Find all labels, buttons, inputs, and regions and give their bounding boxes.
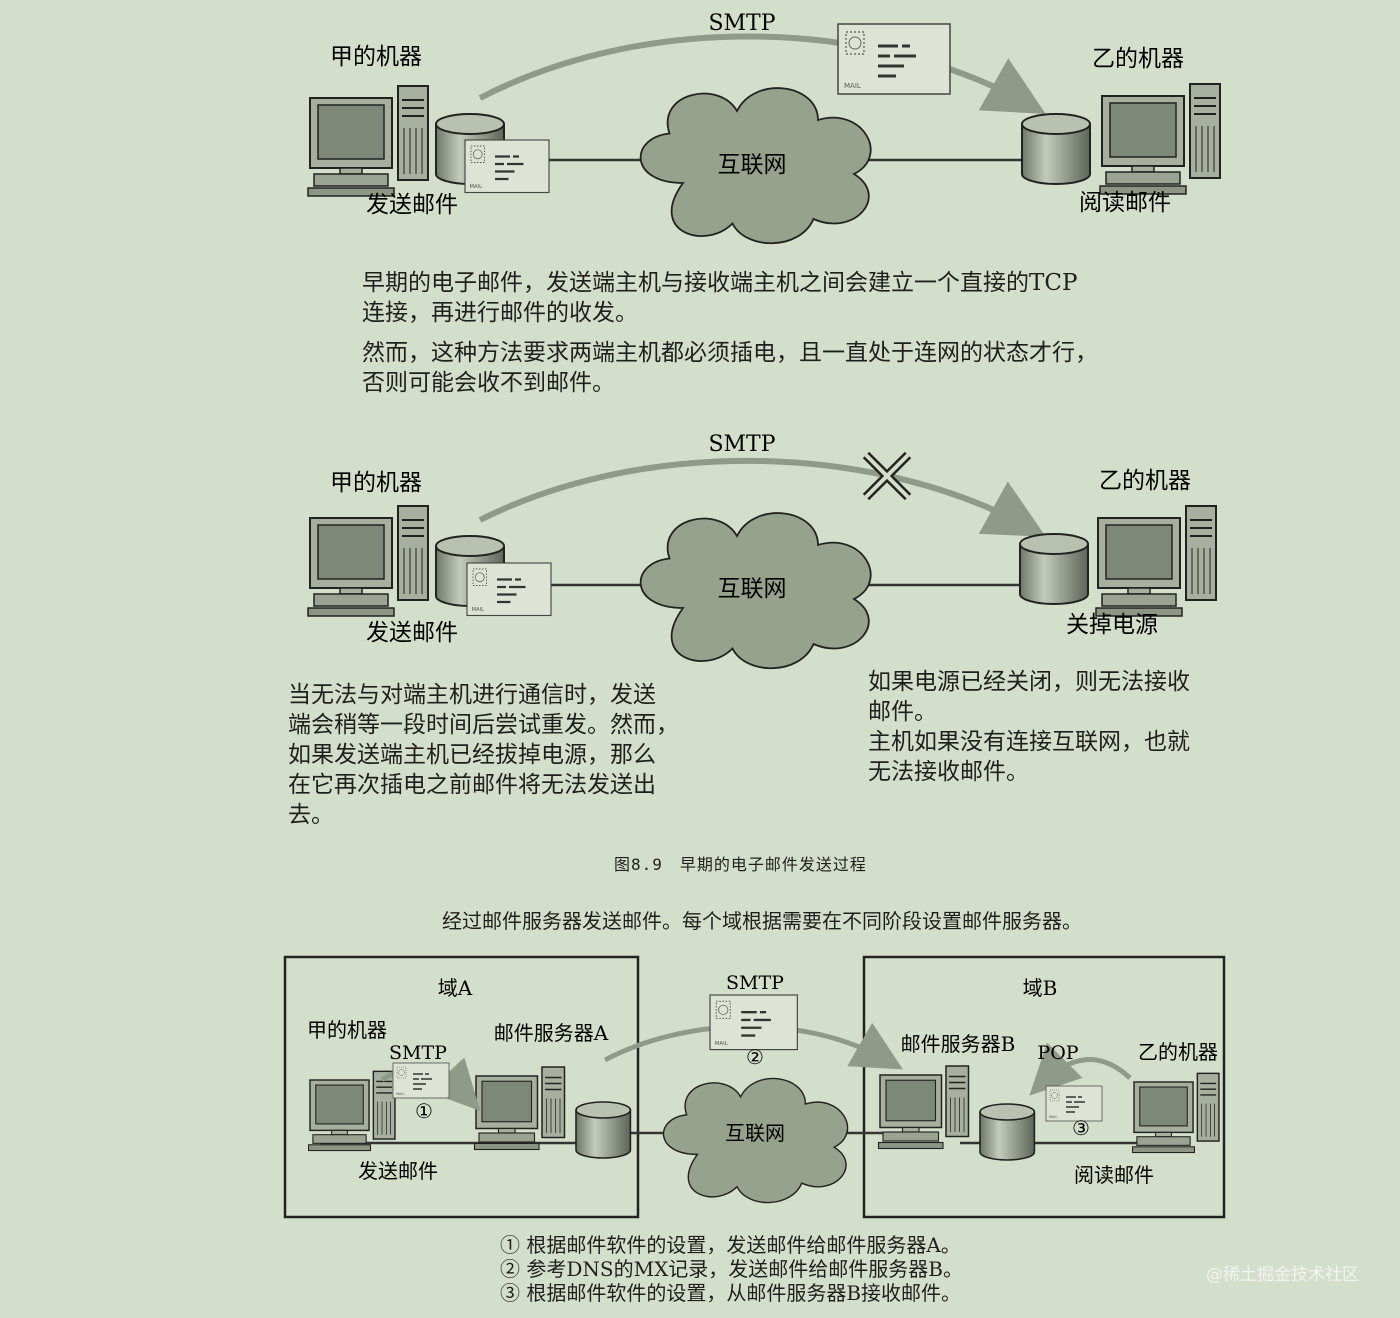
machine-a-label: 甲的机器 (307, 1018, 387, 1042)
diagram-2-right-text: 如果电源已经关闭，则无法接收 邮件。 主机如果没有连接互联网，也就 无法接收邮件… (868, 667, 1190, 787)
smtp-internet-label: SMTP (726, 972, 784, 994)
computer-icon (307, 1070, 396, 1152)
computer-icon (307, 505, 429, 617)
pop-label: POP (1037, 1042, 1078, 1064)
curved-arrow-icon (478, 457, 1046, 537)
text-line: 邮件。 (868, 699, 937, 725)
computer-icon (1131, 1072, 1220, 1154)
database-icon (1019, 533, 1089, 605)
diagram-3-notes: ① 根据邮件软件的设置，发送邮件给邮件服务器A。 ② 参考DNS的MX记录，发送… (500, 1233, 963, 1305)
machine-a-label: 甲的机器 (330, 44, 422, 70)
computer-icon (473, 1066, 566, 1151)
cross-mark-icon (862, 451, 912, 501)
text-line: 如果电源已经关闭，则无法接收 (868, 669, 1190, 695)
diagram-3: 互联网 域A 域B 甲的机器 邮件服务器A SMTP ① 发送邮件 SMTP ②… (283, 955, 1226, 1219)
database-icon (979, 1103, 1036, 1161)
send-mail-label: 发送邮件 (366, 620, 458, 646)
diagram-2-left-text: 当无法与对端主机进行通信时，发送 端会稍等一段时间后尝试重发。然而， 如果发送端… (288, 680, 679, 830)
read-mail-label: 阅读邮件 (1079, 190, 1171, 216)
machine-a-label: 甲的机器 (330, 470, 422, 496)
watermark: @稀土掘金技术社区 (1206, 1265, 1359, 1285)
domain-a-box (283, 955, 640, 1219)
diagram-2: 互联网 SMTP 甲的机器 乙的机器 发送邮件 关掉电源 (307, 432, 1217, 670)
machine-b-label: 乙的机器 (1099, 468, 1191, 494)
computer-icon (1099, 83, 1221, 195)
text-line: 端会稍等一段时间后尝试重发。然而， (288, 712, 679, 738)
send-mail-label: 发送邮件 (366, 192, 458, 218)
smtp-local-label: SMTP (389, 1042, 447, 1064)
database-icon (575, 1101, 632, 1159)
step-3-marker: ③ (1072, 1116, 1090, 1140)
note-line: ① 根据邮件软件的设置，发送邮件给邮件服务器A。 (500, 1233, 961, 1257)
power-off-label: 关掉电源 (1066, 612, 1158, 638)
text-line: 主机如果没有连接互联网，也就 (868, 729, 1190, 755)
computer-icon (877, 1065, 970, 1150)
diagram-3-intro: 经过邮件服务器发送邮件。每个域根据需要在不同阶段设置邮件服务器。 (442, 909, 1082, 933)
mail-envelope-icon (392, 1062, 450, 1099)
text-line: 早期的电子邮件，发送端主机与接收端主机之间会建立一个直接的TCP (362, 270, 1078, 296)
domain-b-box (862, 955, 1226, 1219)
diagram-1-paragraph-1: 早期的电子邮件，发送端主机与接收端主机之间会建立一个直接的TCP 连接，再进行邮… (362, 268, 1077, 328)
smtp-label: SMTP (708, 11, 775, 36)
domain-b-label: 域B (1023, 976, 1058, 1000)
curved-arrow-icon (478, 33, 1046, 114)
note-line: ② 参考DNS的MX记录，发送邮件给邮件服务器B。 (500, 1257, 964, 1281)
internet-label: 互联网 (718, 152, 787, 178)
database-icon (1021, 113, 1091, 185)
note-line: ③ 根据邮件软件的设置，从邮件服务器B接收邮件。 (500, 1281, 962, 1305)
diagram-1-paragraph-2: 然而，这种方法要求两端主机都必须插电，且一直处于连网的状态才行， 否则可能会收不… (362, 338, 1098, 398)
internet-label: 互联网 (718, 576, 787, 602)
computer-icon (1095, 505, 1217, 617)
step-1-marker: ① (415, 1099, 433, 1123)
text-line: 连接，再进行邮件的收发。 (362, 300, 638, 326)
figure-caption: 图8.9 早期的电子邮件发送过程 (614, 855, 867, 874)
mail-envelope-icon (465, 561, 553, 617)
server-b-label: 邮件服务器B (901, 1032, 1016, 1056)
mail-envelope-icon (836, 22, 952, 96)
text-line: 否则可能会收不到邮件。 (362, 370, 615, 396)
internet-label: 互联网 (725, 1121, 785, 1145)
step-2-marker: ② (746, 1045, 764, 1069)
text-line: 然而，这种方法要求两端主机都必须插电，且一直处于连网的状态才行， (362, 340, 1098, 366)
text-line: 去。 (288, 802, 334, 828)
send-mail-label: 发送邮件 (358, 1159, 438, 1183)
computer-icon (307, 85, 429, 197)
read-mail-label: 阅读邮件 (1074, 1163, 1154, 1187)
mail-envelope-icon (463, 138, 551, 194)
domain-a-label: 域A (438, 976, 473, 1000)
smtp-label: SMTP (708, 432, 775, 457)
machine-b-label: 乙的机器 (1138, 1040, 1218, 1064)
curved-arrow-icon (1029, 1042, 1132, 1096)
diagram-1: 互联网 SMTP 甲的机器 乙的机器 发送邮件 阅读邮件 (307, 11, 1221, 245)
text-line: 无法接收邮件。 (868, 759, 1029, 785)
machine-b-label: 乙的机器 (1092, 46, 1184, 72)
text-line: 当无法与对端主机进行通信时，发送 (288, 682, 656, 708)
text-line: 在它再次插电之前邮件将无法发送出 (288, 772, 656, 798)
mail-envelope-icon (708, 993, 799, 1051)
text-line: 如果发送端主机已经拔掉电源，那么 (288, 742, 656, 768)
server-a-label: 邮件服务器A (494, 1021, 609, 1045)
